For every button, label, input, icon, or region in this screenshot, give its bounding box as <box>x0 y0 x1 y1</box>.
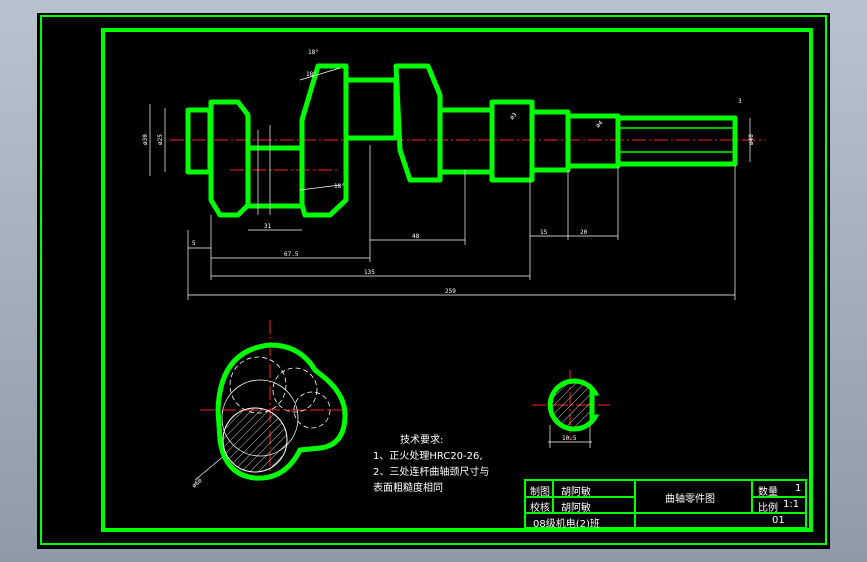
shaft-section-view <box>547 378 600 432</box>
shaft-left-journal <box>185 107 213 175</box>
scale-label: 比例 <box>758 503 778 514</box>
drawing-sheet <box>37 13 830 549</box>
main-journal-1 <box>343 77 399 141</box>
crank-web-3 <box>393 63 443 183</box>
drawn-label: 制图 <box>530 487 550 498</box>
crankpin-1 <box>245 145 305 209</box>
drawn-name: 胡阿敏 <box>561 487 591 498</box>
part-name: 曲轴零件图 <box>665 494 715 505</box>
checked-label: 校核 <box>530 503 550 514</box>
dim-len-g: 20 <box>580 229 588 236</box>
checked-name: 胡阿敏 <box>561 503 591 514</box>
dim-len-e: 135 <box>364 269 375 276</box>
qty-label: 数量 <box>758 487 778 498</box>
dim-ang1: 18° <box>308 49 319 56</box>
crankpin-section <box>222 407 288 473</box>
dim-ang3: 18° <box>334 183 345 190</box>
tech-notes-title: 技术要求: <box>400 435 444 446</box>
tech-note-2: 2、三处连杆曲轴颈尺寸与 <box>373 467 490 478</box>
shaft-step-1 <box>529 109 571 173</box>
sheet-number: 01 <box>772 515 785 526</box>
crank-web-left <box>208 99 251 218</box>
scale-value: 1:1 <box>783 499 800 510</box>
dim-ang2: 18° <box>306 71 317 78</box>
dim-len-total: 259 <box>445 288 456 295</box>
tech-note-3: 表面粗糙度相同 <box>373 483 443 494</box>
dim-d3: ø3 <box>508 111 518 121</box>
crank-end-view-outline <box>215 342 348 481</box>
dim-d1: ø30 <box>142 134 149 145</box>
dim-d4: ø4 <box>594 119 604 129</box>
dim-crank-dia: ø60 <box>191 477 204 490</box>
title-block <box>524 479 807 529</box>
shaft-keyed-end <box>615 115 738 167</box>
dim-len-d: 48 <box>412 233 420 240</box>
dim-len-c: 67.5 <box>284 251 299 258</box>
class-label: 08级机电(2)班 <box>533 519 600 530</box>
tech-note-1: 1、正火处理HRC20-26, <box>373 451 483 462</box>
main-journal-2 <box>437 107 495 175</box>
crank-web-2 <box>299 63 349 218</box>
shaft-step-2 <box>565 113 621 169</box>
outer-frame <box>40 15 827 545</box>
dim-d2: ø25 <box>157 134 164 145</box>
dim-section: 10.5 <box>562 435 577 442</box>
dim-len-a: 5 <box>192 240 196 247</box>
qty-value: 1 <box>795 483 802 494</box>
dim-len-f: 15 <box>540 229 548 236</box>
dim-key: 3 <box>738 98 742 105</box>
inner-frame <box>101 28 813 532</box>
dim-d5: ø40 <box>748 134 755 145</box>
dim-len-b: 31 <box>264 223 272 230</box>
